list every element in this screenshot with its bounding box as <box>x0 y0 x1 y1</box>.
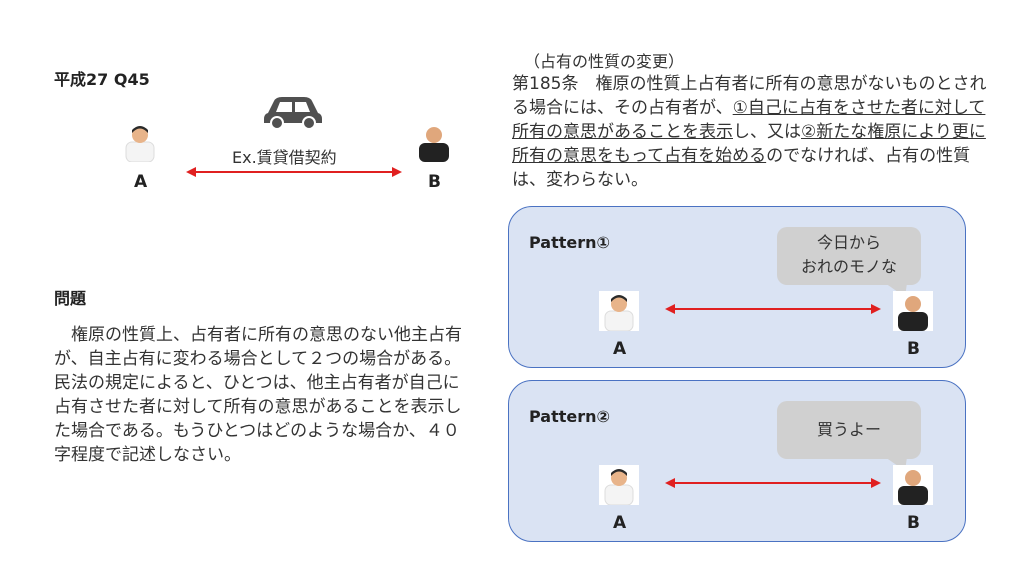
person-b-icon <box>893 465 933 505</box>
speech-bubble-1: 今日から おれのモノな <box>777 227 921 297</box>
double-arrow <box>186 167 402 177</box>
person-a-icon <box>125 126 155 162</box>
contract-label: Ex.賃貸借契約 <box>232 148 337 167</box>
label-a: A <box>613 339 627 359</box>
pattern-1-panel: Pattern① 今日から おれのモノな A B <box>508 206 966 368</box>
person-b-icon <box>893 291 933 331</box>
article-heading: （占有の性質の変更） <box>524 52 685 71</box>
person-a-icon <box>599 465 639 505</box>
underline-2: ②新たな権原により更に所有の意思をもって占有を始める <box>512 122 986 166</box>
person-a-icon <box>599 291 639 331</box>
pattern-2-panel: Pattern② 買うよー A B <box>508 380 966 542</box>
label-b: B <box>907 339 920 359</box>
underline-1: ①自己に占有をさせた者に対して所有の意思があることを表示 <box>512 98 986 142</box>
car-icon <box>264 97 322 129</box>
label-a: A <box>134 172 148 192</box>
pattern-2-title: Pattern② <box>529 407 611 426</box>
double-arrow <box>665 478 881 488</box>
label-b: B <box>907 513 920 533</box>
page-title: 平成27 Q45 <box>54 70 150 89</box>
pattern-1-title: Pattern① <box>529 233 611 252</box>
double-arrow <box>665 304 881 314</box>
question-heading: 問題 <box>54 289 87 308</box>
speech-bubble-2: 買うよー <box>777 401 921 471</box>
question-text: 権原の性質上、占有者に所有の意思のない他主占有が、自主占有に変わる場合として２つ… <box>54 325 462 465</box>
person-b-icon <box>419 127 449 162</box>
article-body: 第185条 権原の性質上占有者に所有の意思がないものとされる場合には、その占有者… <box>512 74 987 190</box>
label-a: A <box>613 513 627 533</box>
label-b: B <box>428 172 441 192</box>
